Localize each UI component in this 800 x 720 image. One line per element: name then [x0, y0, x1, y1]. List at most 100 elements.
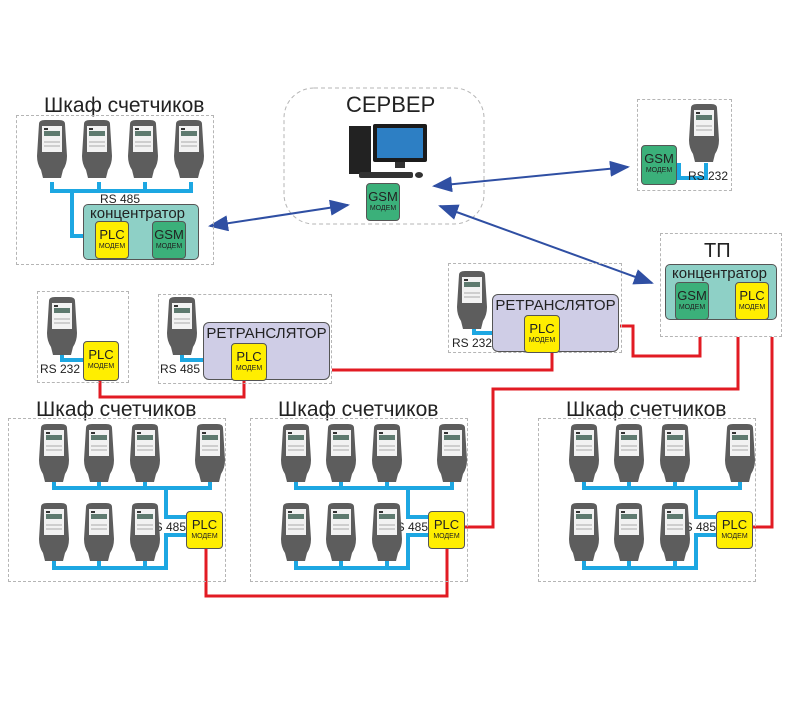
modem-type: GSM [154, 227, 184, 242]
electricity-meter-icon [37, 120, 67, 178]
electricity-meter-icon [47, 297, 77, 355]
electricity-meter-icon [457, 271, 487, 329]
electricity-meter-icon [725, 424, 755, 482]
modem-sub: МОДЕМ [721, 533, 748, 540]
electricity-meter-icon [372, 503, 402, 561]
electricity-meter-icon [372, 424, 402, 482]
plc-modem-single: PLC МОДЕМ [83, 341, 119, 381]
cabinet-top-box [16, 115, 214, 265]
modem-sub: МОДЕМ [528, 337, 556, 344]
rs232-label: RS 232 [688, 169, 729, 183]
plc-modem: PLC МОДЕМ [716, 511, 753, 549]
electricity-meter-icon [660, 424, 690, 482]
cabinet-top-title: Шкаф счетчиков [44, 94, 205, 117]
plc-modem: PLC МОДЕМ [428, 511, 465, 549]
plc-modem: PLC МОДЕМ [735, 282, 769, 320]
modem-sub: МОДЕМ [433, 533, 460, 540]
electricity-meter-icon [281, 503, 311, 561]
repeater-title: РЕТРАНСЛЯТОР [206, 325, 327, 342]
concentrator-top: концентратор PLC МОДЕМ GSM МОДЕМ [83, 204, 199, 260]
rs485-bus-lower [582, 533, 716, 570]
tp-title: ТП [704, 240, 731, 262]
server-box [283, 87, 485, 225]
electricity-meter-icon [84, 503, 114, 561]
modem-type: PLC [236, 349, 262, 364]
gsm-link-cabinet-server [208, 199, 350, 232]
rs485-label: RS 485 [160, 362, 201, 376]
electricity-meter-icon [569, 424, 599, 482]
electricity-meter-icon [326, 503, 356, 561]
plc-link-repeater-tp [620, 324, 702, 358]
modem-type: GSM [644, 151, 674, 166]
modem-sub: МОДЕМ [87, 363, 115, 370]
concentrator-title: концентратор [90, 205, 186, 222]
plc-meter-box [37, 291, 129, 383]
rs485-bus-upper [582, 480, 742, 490]
tp-box [660, 233, 782, 337]
rs485-label: RS 485 [100, 192, 141, 206]
rs485-bus-lower [294, 533, 428, 570]
modem-type: PLC [739, 288, 765, 303]
modem-type: GSM [368, 189, 398, 204]
rs485-bus-lower [52, 533, 186, 570]
electricity-meter-icon [281, 424, 311, 482]
electricity-meter-icon [130, 503, 160, 561]
cabinet-title: Шкаф счетчиков [566, 398, 727, 421]
electricity-meter-icon [84, 424, 114, 482]
cabinet-title: Шкаф счетчиков [278, 398, 439, 421]
computer-icon [349, 124, 427, 178]
electricity-meter-icon [437, 424, 467, 482]
repeater-right-plc-modem: PLC МОДЕМ [524, 315, 560, 353]
cabinet-title: Шкаф счетчиков [36, 398, 197, 421]
rs232-line-gsm [673, 163, 708, 180]
rs485-bus-upper [52, 480, 212, 490]
rs485-bus-upper [294, 480, 454, 490]
gsm-link-server-tp [438, 204, 654, 285]
concentrator-tp: концентратор GSM МОДЕМ PLC МОДЕМ [665, 264, 777, 320]
modem-type: PLC [99, 227, 125, 242]
electricity-meter-icon [660, 503, 690, 561]
modem-type: PLC [721, 517, 748, 532]
plc-link-tp-cabinet3 [752, 337, 774, 529]
modem-sub: МОДЕМ [738, 304, 766, 311]
cabinet-box [8, 418, 226, 582]
rs485-link-modem [406, 488, 428, 519]
electricity-meter-icon [195, 424, 225, 482]
gsm-modem: GSM МОДЕМ [675, 282, 709, 320]
modem-sub: МОДЕМ [98, 243, 126, 250]
repeater-title: РЕТРАНСЛЯТОР [495, 297, 616, 314]
plc-modem: PLC МОДЕМ [95, 221, 129, 259]
server-title: СЕРВЕР [346, 92, 436, 117]
electricity-meter-icon [167, 297, 197, 355]
electricity-meter-icon [569, 503, 599, 561]
electricity-meter-icon [174, 120, 204, 178]
rs485-link-modem [694, 488, 716, 519]
plc-link-cabinet1-cabinet2 [204, 542, 449, 598]
modem-sub: МОДЕМ [235, 365, 263, 372]
modem-type: PLC [88, 347, 114, 362]
concentrator-title: концентратор [672, 265, 768, 282]
cabinet-box [250, 418, 468, 582]
plc-modem: PLC МОДЕМ [186, 511, 223, 549]
electricity-meter-icon [39, 503, 69, 561]
gsm-modem: GSM МОДЕМ [152, 221, 186, 259]
electricity-meter-icon [82, 120, 112, 178]
electricity-meter-icon [614, 503, 644, 561]
rs485-link-modem [164, 488, 186, 519]
gsm-modem-single: GSM МОДЕМ [641, 145, 677, 185]
repeater-left-plc-modem: PLC МОДЕМ [231, 343, 267, 381]
modem-sub: МОДЕМ [645, 167, 673, 174]
modem-type: GSM [677, 288, 707, 303]
modem-type: PLC [529, 321, 555, 336]
cabinet-box [538, 418, 756, 582]
electricity-meter-icon [128, 120, 158, 178]
gsm-link-server-meter [432, 160, 630, 193]
electricity-meter-icon [689, 104, 719, 162]
modem-type: PLC [191, 517, 218, 532]
plc-link-repeaters [332, 348, 554, 372]
electricity-meter-icon [39, 424, 69, 482]
electricity-meter-icon [614, 424, 644, 482]
modem-sub: МОДЕМ [369, 205, 397, 212]
rs232-label: RS 232 [452, 336, 493, 350]
